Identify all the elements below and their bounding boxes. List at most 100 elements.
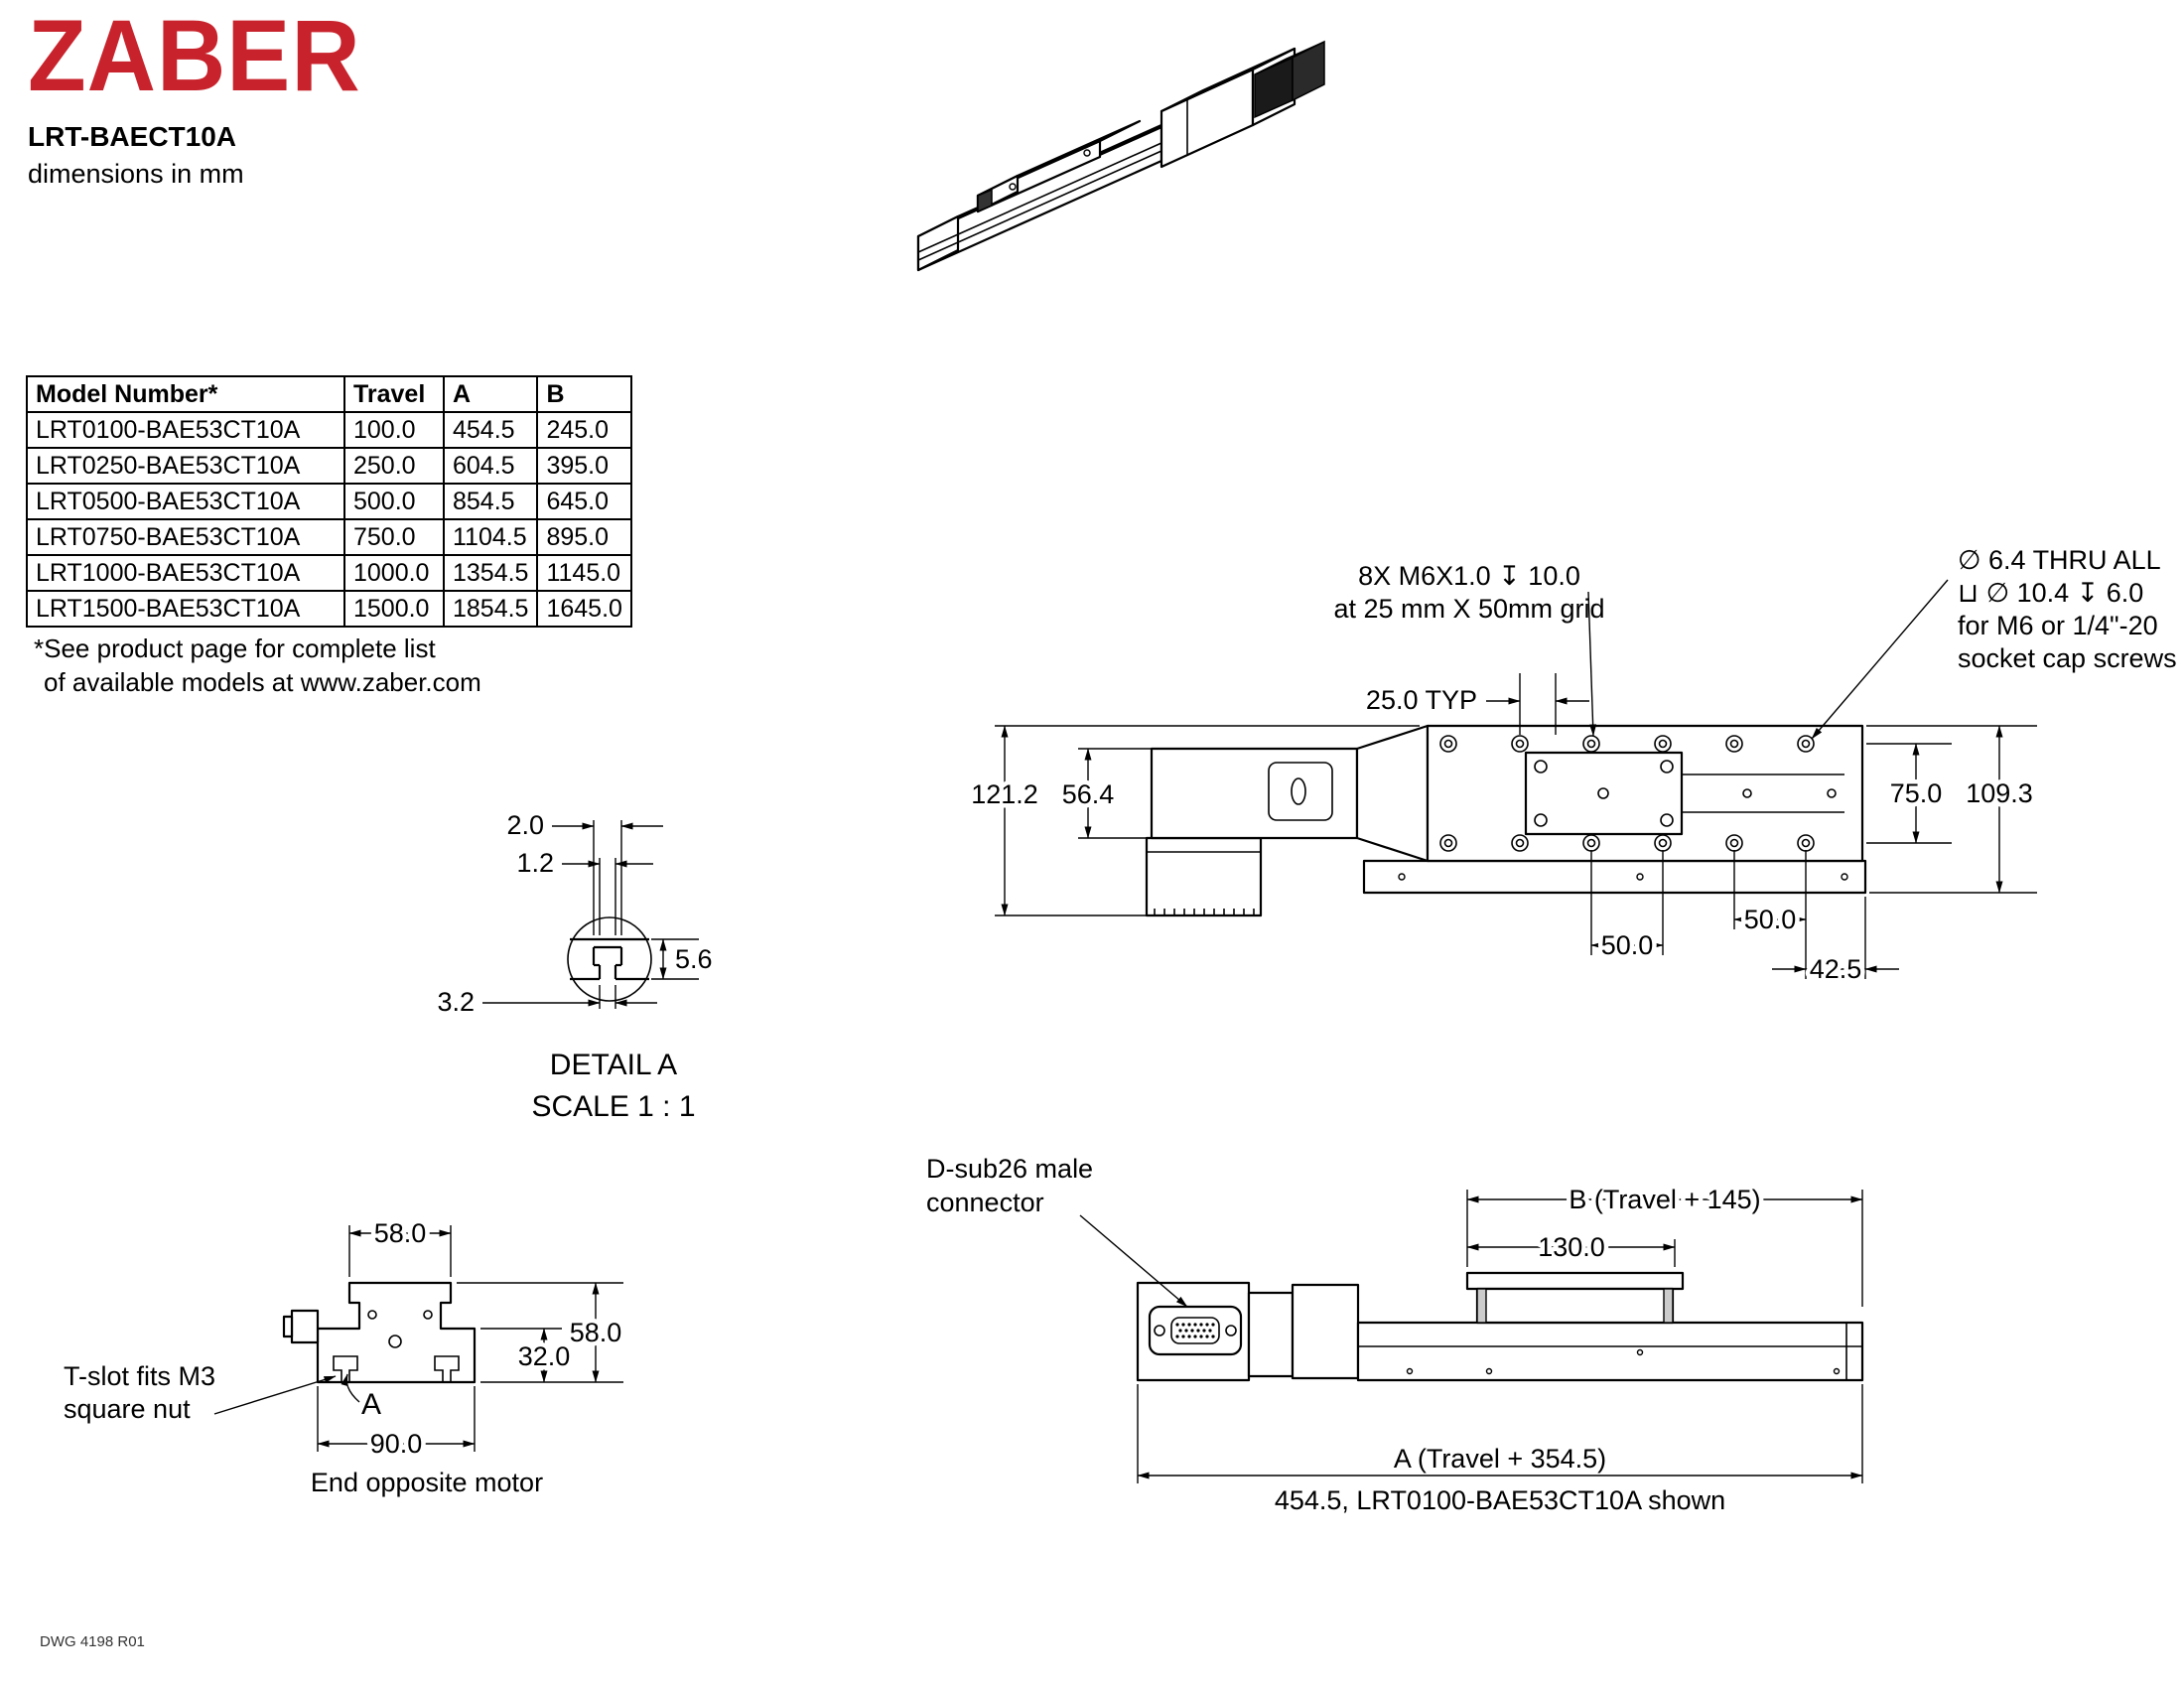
col-b: B [536,375,633,413]
table-cell: LRT0250-BAE53CT10A [26,447,345,485]
models-table: Model Number* Travel A B LRT0100-BAE53CT… [26,375,633,628]
detail-a-dimensions [482,820,699,1009]
carriage-plate-side [1465,1271,1685,1291]
detail-a-scale: SCALE 1 : 1 [531,1090,695,1123]
zaber-logo: ZABER [28,0,361,113]
detail-a-view: 2.0 1.2 5.6 3.2 DETAIL A SCALE 1 : 1 [437,810,712,1123]
col-a: A [442,375,539,413]
tslot-left [333,1355,358,1382]
dim-end-offset-label: 42.5 [1810,954,1862,984]
dim-outer-label: 2.0 [506,810,544,840]
dim-slot-label: 3.2 [437,987,475,1017]
units-note: dimensions in mm [28,159,244,189]
models-table-box: Model Number* Travel A B LRT0100-BAE53CT… [26,375,633,628]
rail-side [1356,1321,1864,1382]
adapter-side [1247,1291,1295,1378]
dim-inner-label: 1.2 [516,848,554,878]
detail-callout-a: A [361,1388,381,1421]
table-cell: 750.0 [343,518,445,556]
table-cell: LRT0500-BAE53CT10A [26,483,345,520]
tslot-note-line1: T-slot fits M3 [64,1361,215,1391]
tslot-profile [570,937,649,981]
dim-carriage-label: 130.0 [1538,1232,1605,1262]
side-view-dimensions [1079,1190,1863,1483]
dim-base-height-label: 32.0 [518,1341,571,1371]
dim-overall-width-label: 121.2 [971,779,1038,809]
dim-grid-b-label: 50.0 [1744,905,1797,934]
table-cell: 1145.0 [536,554,633,592]
dwg-number: DWG 4198 R01 [40,1633,145,1650]
table-header-row: Model Number* Travel A B [26,375,633,413]
side-view-caption: 454.5, LRT0100-BAE53CT10A shown [1275,1485,1725,1515]
tslot-right [434,1355,460,1382]
cbore-note-line2: ⊔ ∅ 10.4 ↧ 6.0 [1958,578,2143,608]
footnote-line2: of available models at www.zaber.com [44,667,481,697]
table-footnote: *See product page for complete list of a… [34,632,481,699]
table-cell: 604.5 [442,447,539,485]
coupling-plate [1355,724,1430,863]
motor-connector-end [1292,40,1325,102]
dim-grid-a-label: 50.0 [1601,930,1654,960]
dsub-connector [1148,1305,1243,1356]
screw-note-line1: 8X M6X1.0 ↧ 10.0 [1358,561,1580,591]
table-cell: 1104.5 [442,518,539,556]
table-cell: 1354.5 [442,554,539,592]
table-cell: 395.0 [536,447,633,485]
table-cell: 454.5 [442,411,539,449]
top-view-dimensions [995,579,2037,979]
dim-base-width-label: 90.0 [370,1429,423,1459]
dim-base-width-label: 109.3 [1966,778,2033,808]
end-view-dimensions [213,1225,623,1452]
controller-pins [1154,909,1255,915]
cbore-note-line1: ∅ 6.4 THRU ALL [1958,545,2161,575]
table-cell: 245.0 [536,411,633,449]
dim-top-width-label: 58.0 [374,1218,427,1248]
table-cell: 500.0 [343,483,445,520]
detail-a-title: DETAIL A [550,1049,677,1081]
model-number: LRT-BAECT10A [28,121,237,152]
carriage-body-side [1475,1287,1675,1325]
dim-pitch-label: 25.0 TYP [1366,685,1477,715]
dsub-note-line2: connector [926,1188,1044,1217]
table-cell: 1000.0 [343,554,445,592]
cbore-note-line3: for M6 or 1/4"-20 [1958,611,2158,640]
side-view: D-sub26 male connector B (Travel + 145) … [926,1154,1864,1515]
table-cell: LRT0750-BAE53CT10A [26,518,345,556]
table-cell: 1500.0 [343,590,445,628]
controller-box [1145,836,1263,917]
dim-height-label: 58.0 [570,1318,622,1347]
table-cell: LRT1500-BAE53CT10A [26,590,345,628]
table-cell: 1854.5 [442,590,539,628]
dsub-note-line1: D-sub26 male [926,1154,1093,1184]
dim-hole-rows-label: 75.0 [1890,778,1943,808]
mounting-holes [1439,735,1815,852]
screw-note-line2: at 25 mm X 50mm grid [1333,594,1604,624]
table-cell: 250.0 [343,447,445,485]
base-tray [1362,859,1867,895]
isometric-view [916,40,1325,272]
col-model: Model Number* [26,375,345,413]
dim-height-label: 5.6 [675,944,713,974]
tslot-note-line2: square nut [64,1394,191,1424]
table-cell: 1645.0 [536,590,633,628]
end-view-caption: End opposite motor [311,1468,543,1497]
col-travel: Travel [343,375,445,413]
table-cell: LRT0100-BAE53CT10A [26,411,345,449]
table-cell: LRT1000-BAE53CT10A [26,554,345,592]
end-view-body [316,1281,477,1384]
carriage-end-cap [977,188,993,213]
dim-motor-width-label: 56.4 [1062,779,1115,809]
top-view: 8X M6X1.0 ↧ 10.0 at 25 mm X 50mm grid ∅ … [967,545,2177,989]
dsub-pins [1175,1323,1215,1338]
table-cell: 895.0 [536,518,633,556]
table-cell: 854.5 [442,483,539,520]
gearbox-side [1291,1283,1360,1380]
